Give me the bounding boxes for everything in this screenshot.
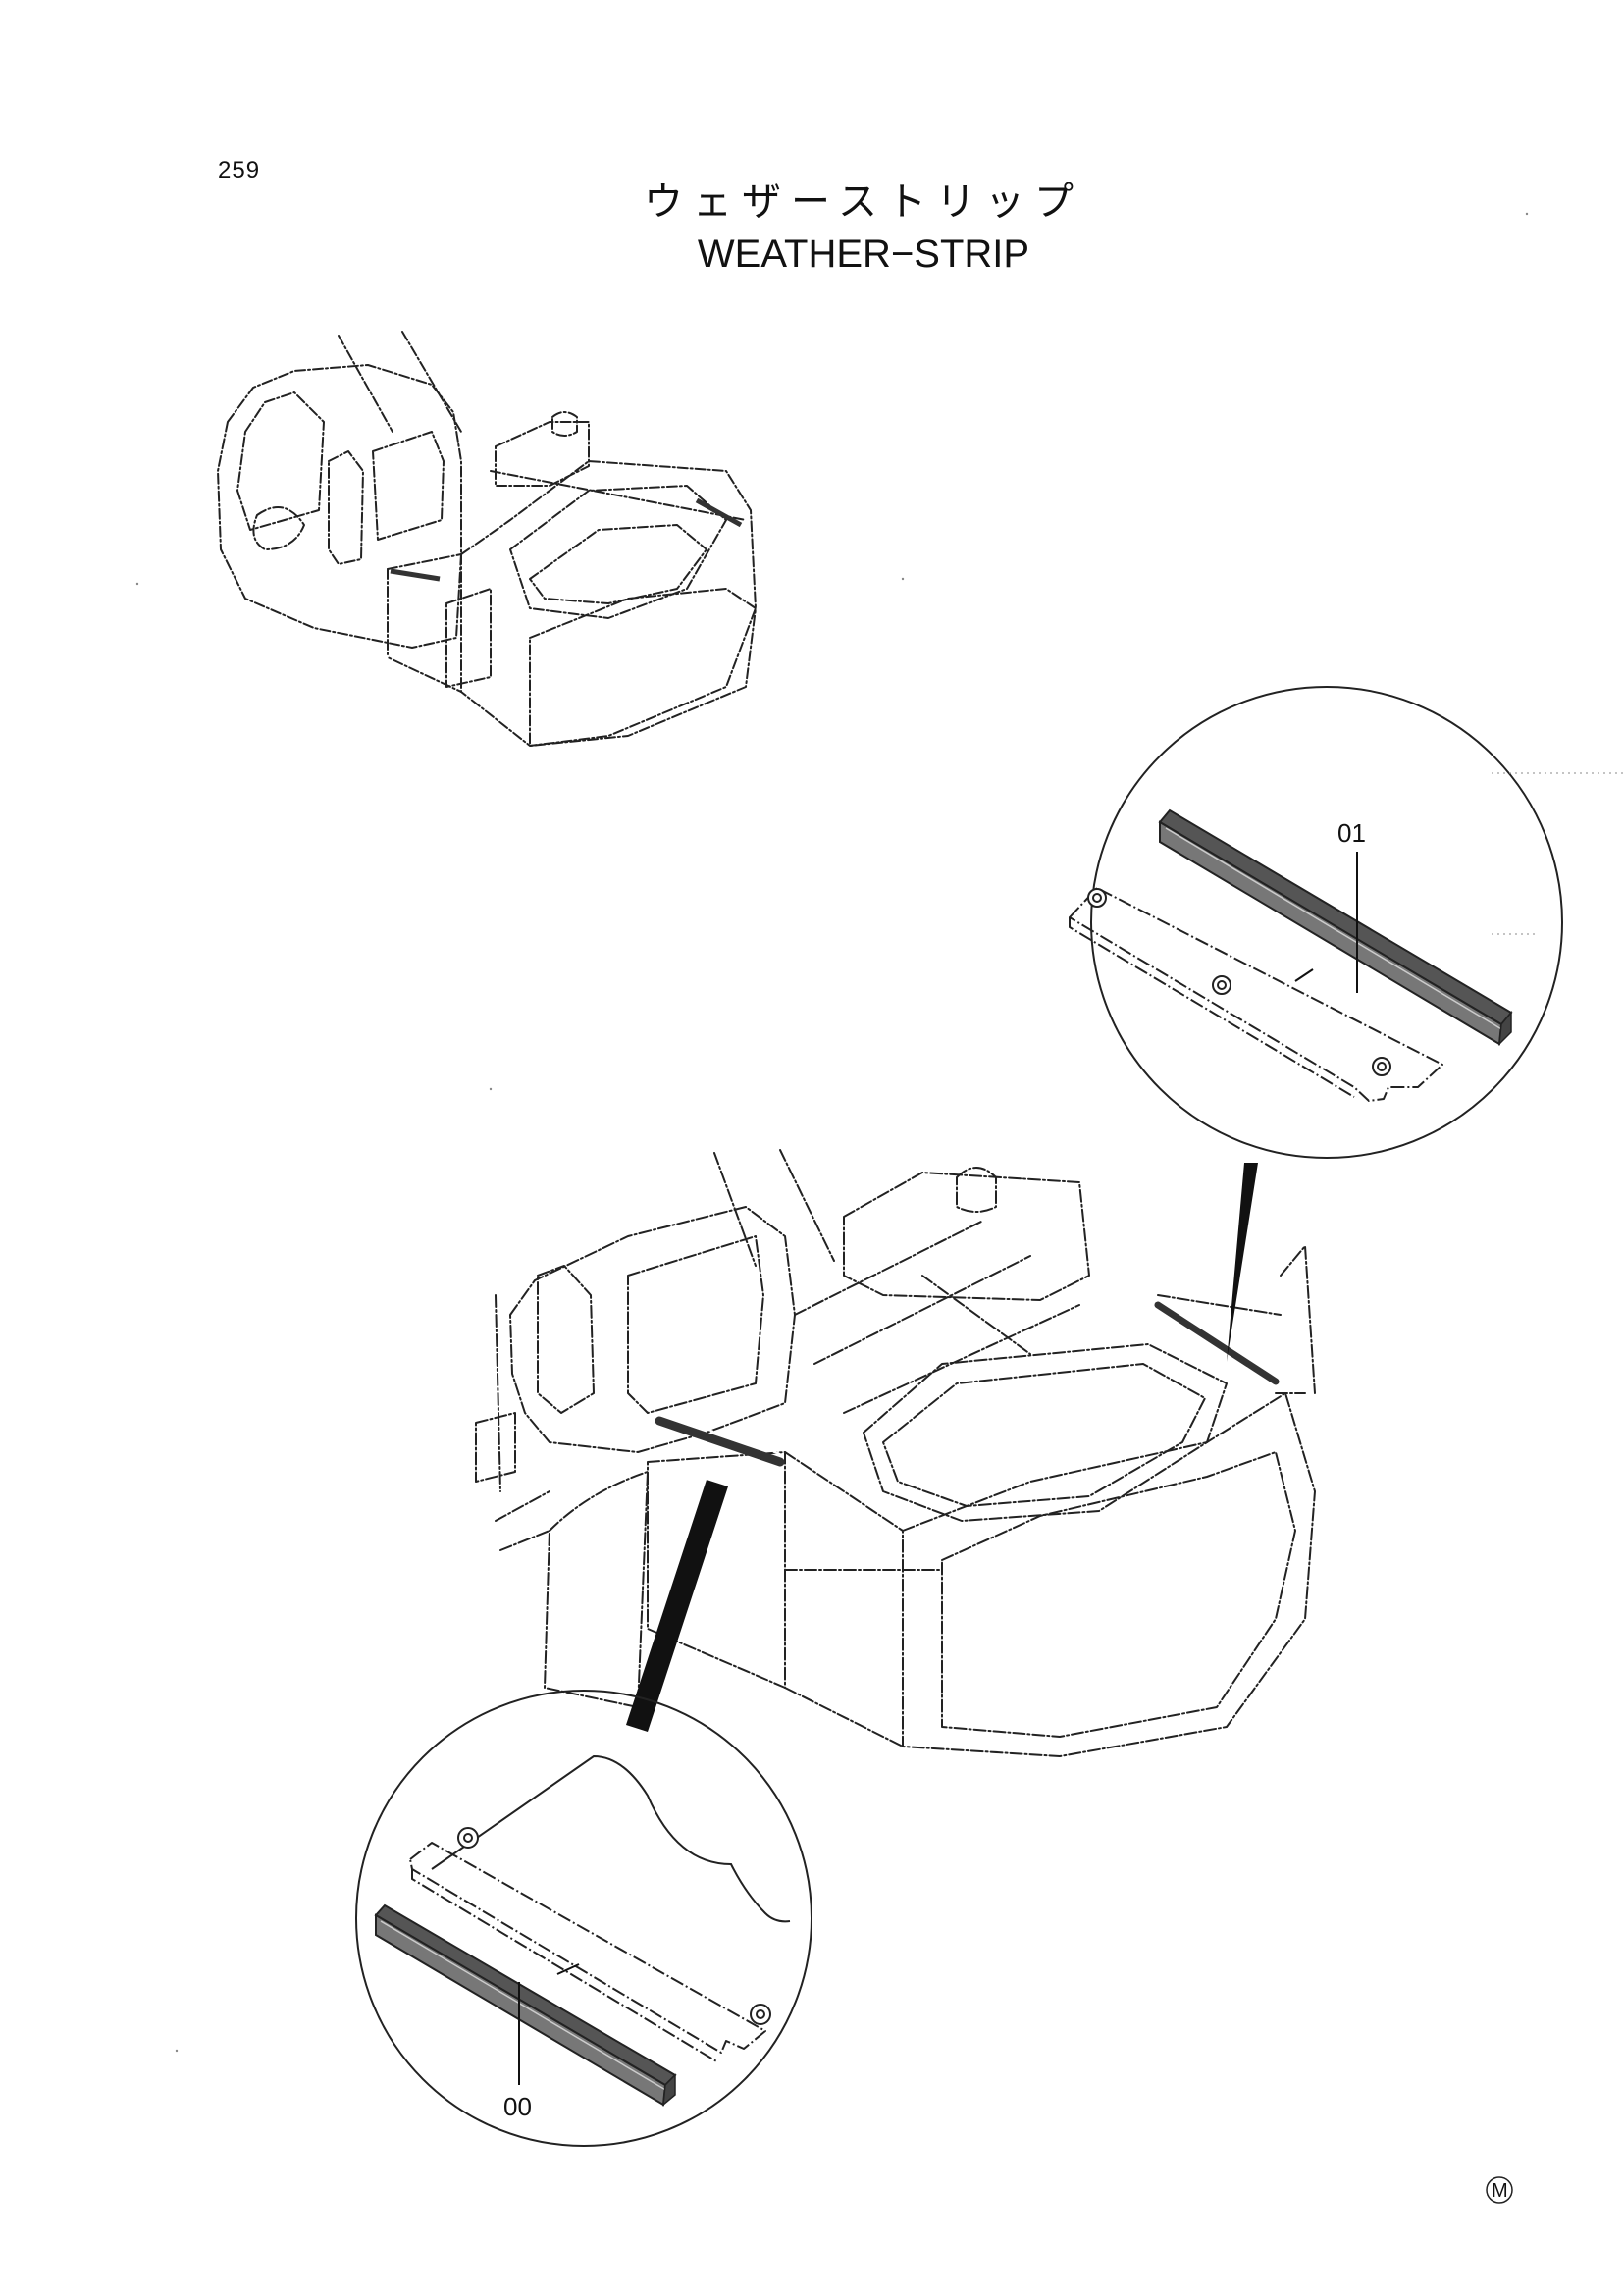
page-number: 259 [218, 157, 261, 183]
callout-label-00: 00 [503, 2092, 532, 2121]
title-block: ウェザーストリップ WEATHER−STRIP [550, 179, 1178, 279]
title-japanese: ウェザーストリップ [644, 180, 1083, 225]
pointer-wedge-01 [1227, 1163, 1258, 1362]
detail-circle-01: 01 [1069, 686, 1624, 1159]
scan-specks [135, 212, 1529, 2053]
corner-mark-letter: M [1492, 2180, 1508, 2202]
callout-label-01: 01 [1337, 818, 1366, 848]
detail-circle-00: 00 [355, 1690, 812, 2147]
closeup-strips [655, 1301, 1280, 1467]
weather-strip-00 [374, 1903, 677, 2107]
title-english: WEATHER−STRIP [697, 233, 1030, 276]
closeup-upper-structure [475, 1149, 1316, 1757]
weather-strip-01 [1158, 808, 1513, 1047]
overview-excavator [217, 331, 757, 747]
corner-mark: M [1486, 2176, 1513, 2204]
pointer-wedge-00 [626, 1480, 728, 1732]
